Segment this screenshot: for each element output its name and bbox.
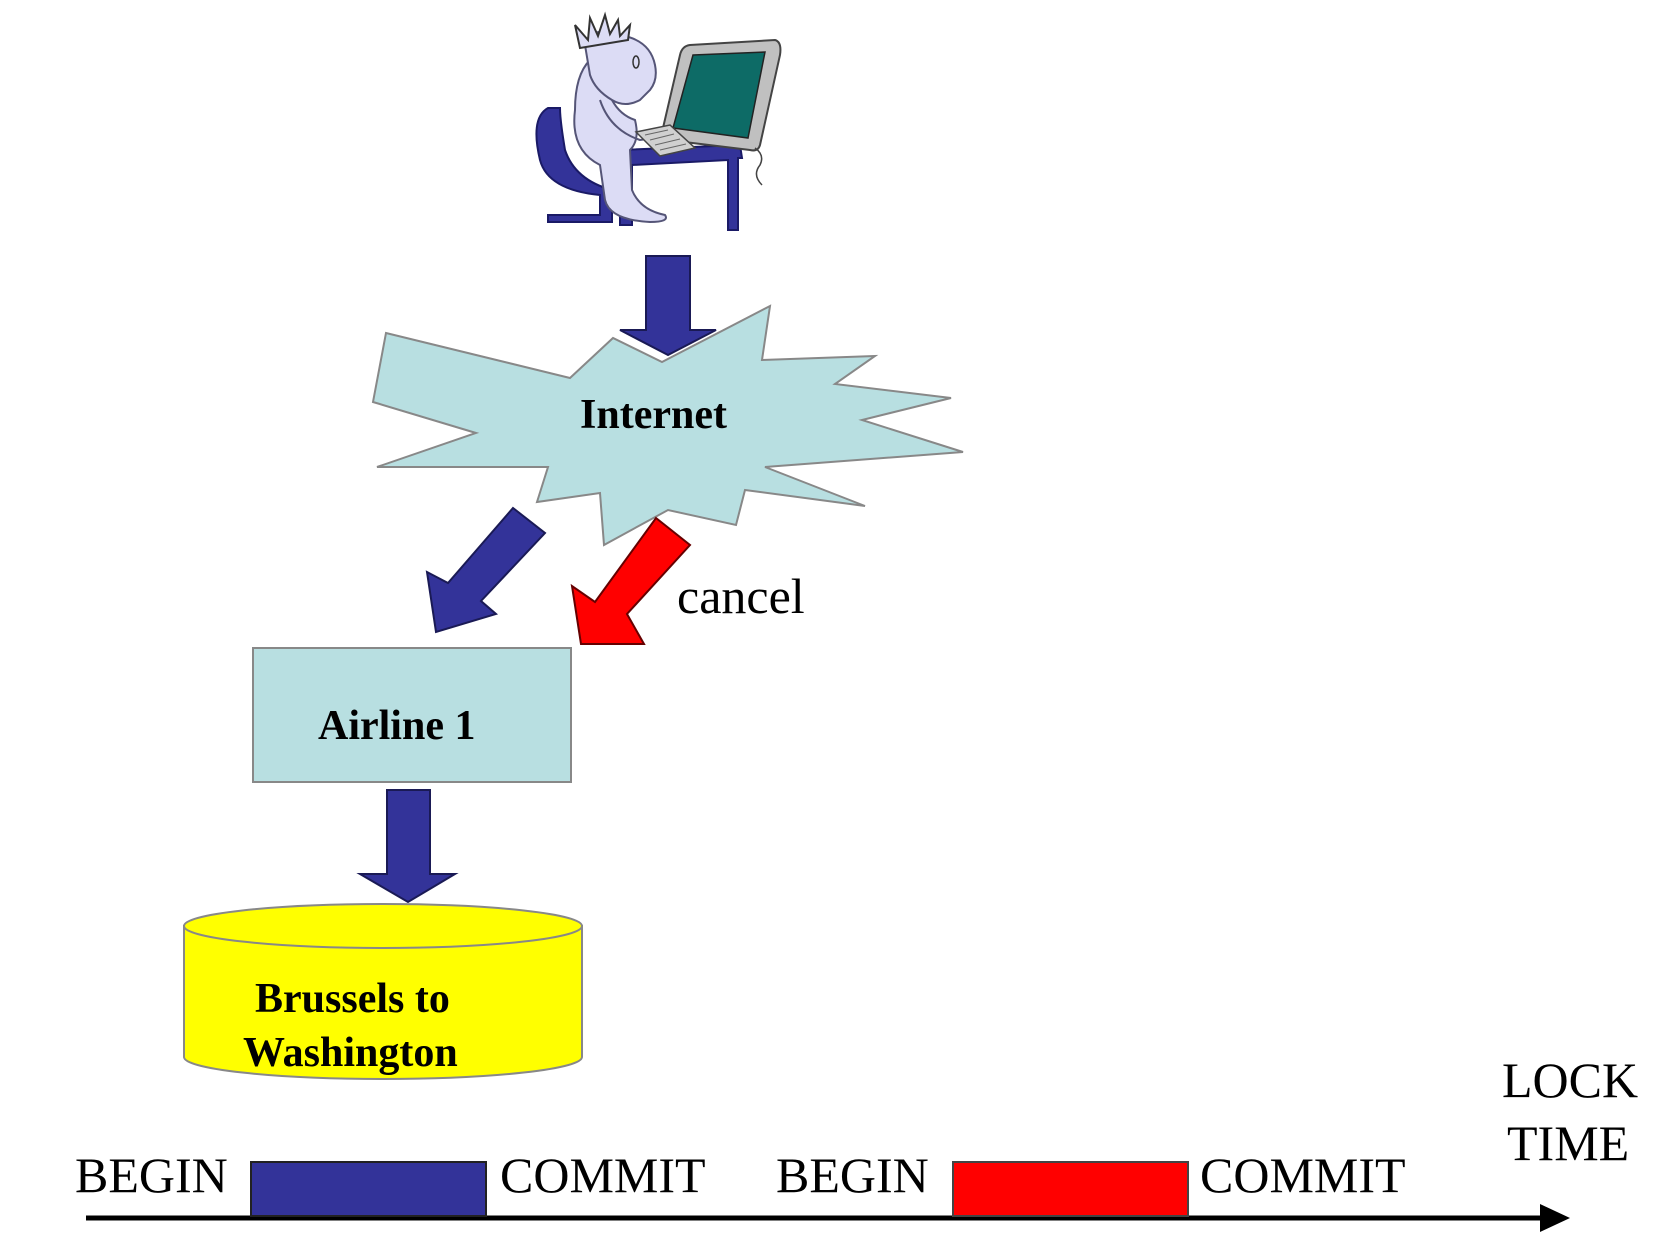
tx1-commit-label: COMMIT — [500, 1147, 706, 1203]
tx1-begin-label: BEGIN — [75, 1147, 228, 1203]
airline-label: Airline 1 — [318, 703, 476, 749]
arrow-user-to-internet — [619, 255, 717, 357]
cancel-arrow — [570, 516, 692, 645]
tx2-commit-label: COMMIT — [1200, 1147, 1406, 1203]
arrow-internet-to-airline — [425, 506, 547, 634]
database-label-line2: Washington — [243, 1030, 458, 1076]
internet-cloud — [371, 304, 964, 547]
timeline-arrowhead — [1540, 1204, 1570, 1232]
database-cylinder — [183, 903, 583, 1080]
person-at-computer-icon — [535, 11, 782, 231]
airline-box — [252, 647, 572, 783]
axis-label-lock: LOCK — [1502, 1052, 1639, 1108]
tx2-begin-label: BEGIN — [776, 1147, 929, 1203]
lock-bar-tx1 — [250, 1161, 487, 1217]
lock-bar-tx2 — [952, 1161, 1189, 1217]
database-label-line1: Brussels to — [255, 976, 450, 1022]
arrow-airline-to-database — [356, 789, 459, 904]
cancel-label: cancel — [677, 568, 805, 624]
internet-label: Internet — [580, 392, 727, 438]
axis-label-time: TIME — [1507, 1115, 1630, 1171]
